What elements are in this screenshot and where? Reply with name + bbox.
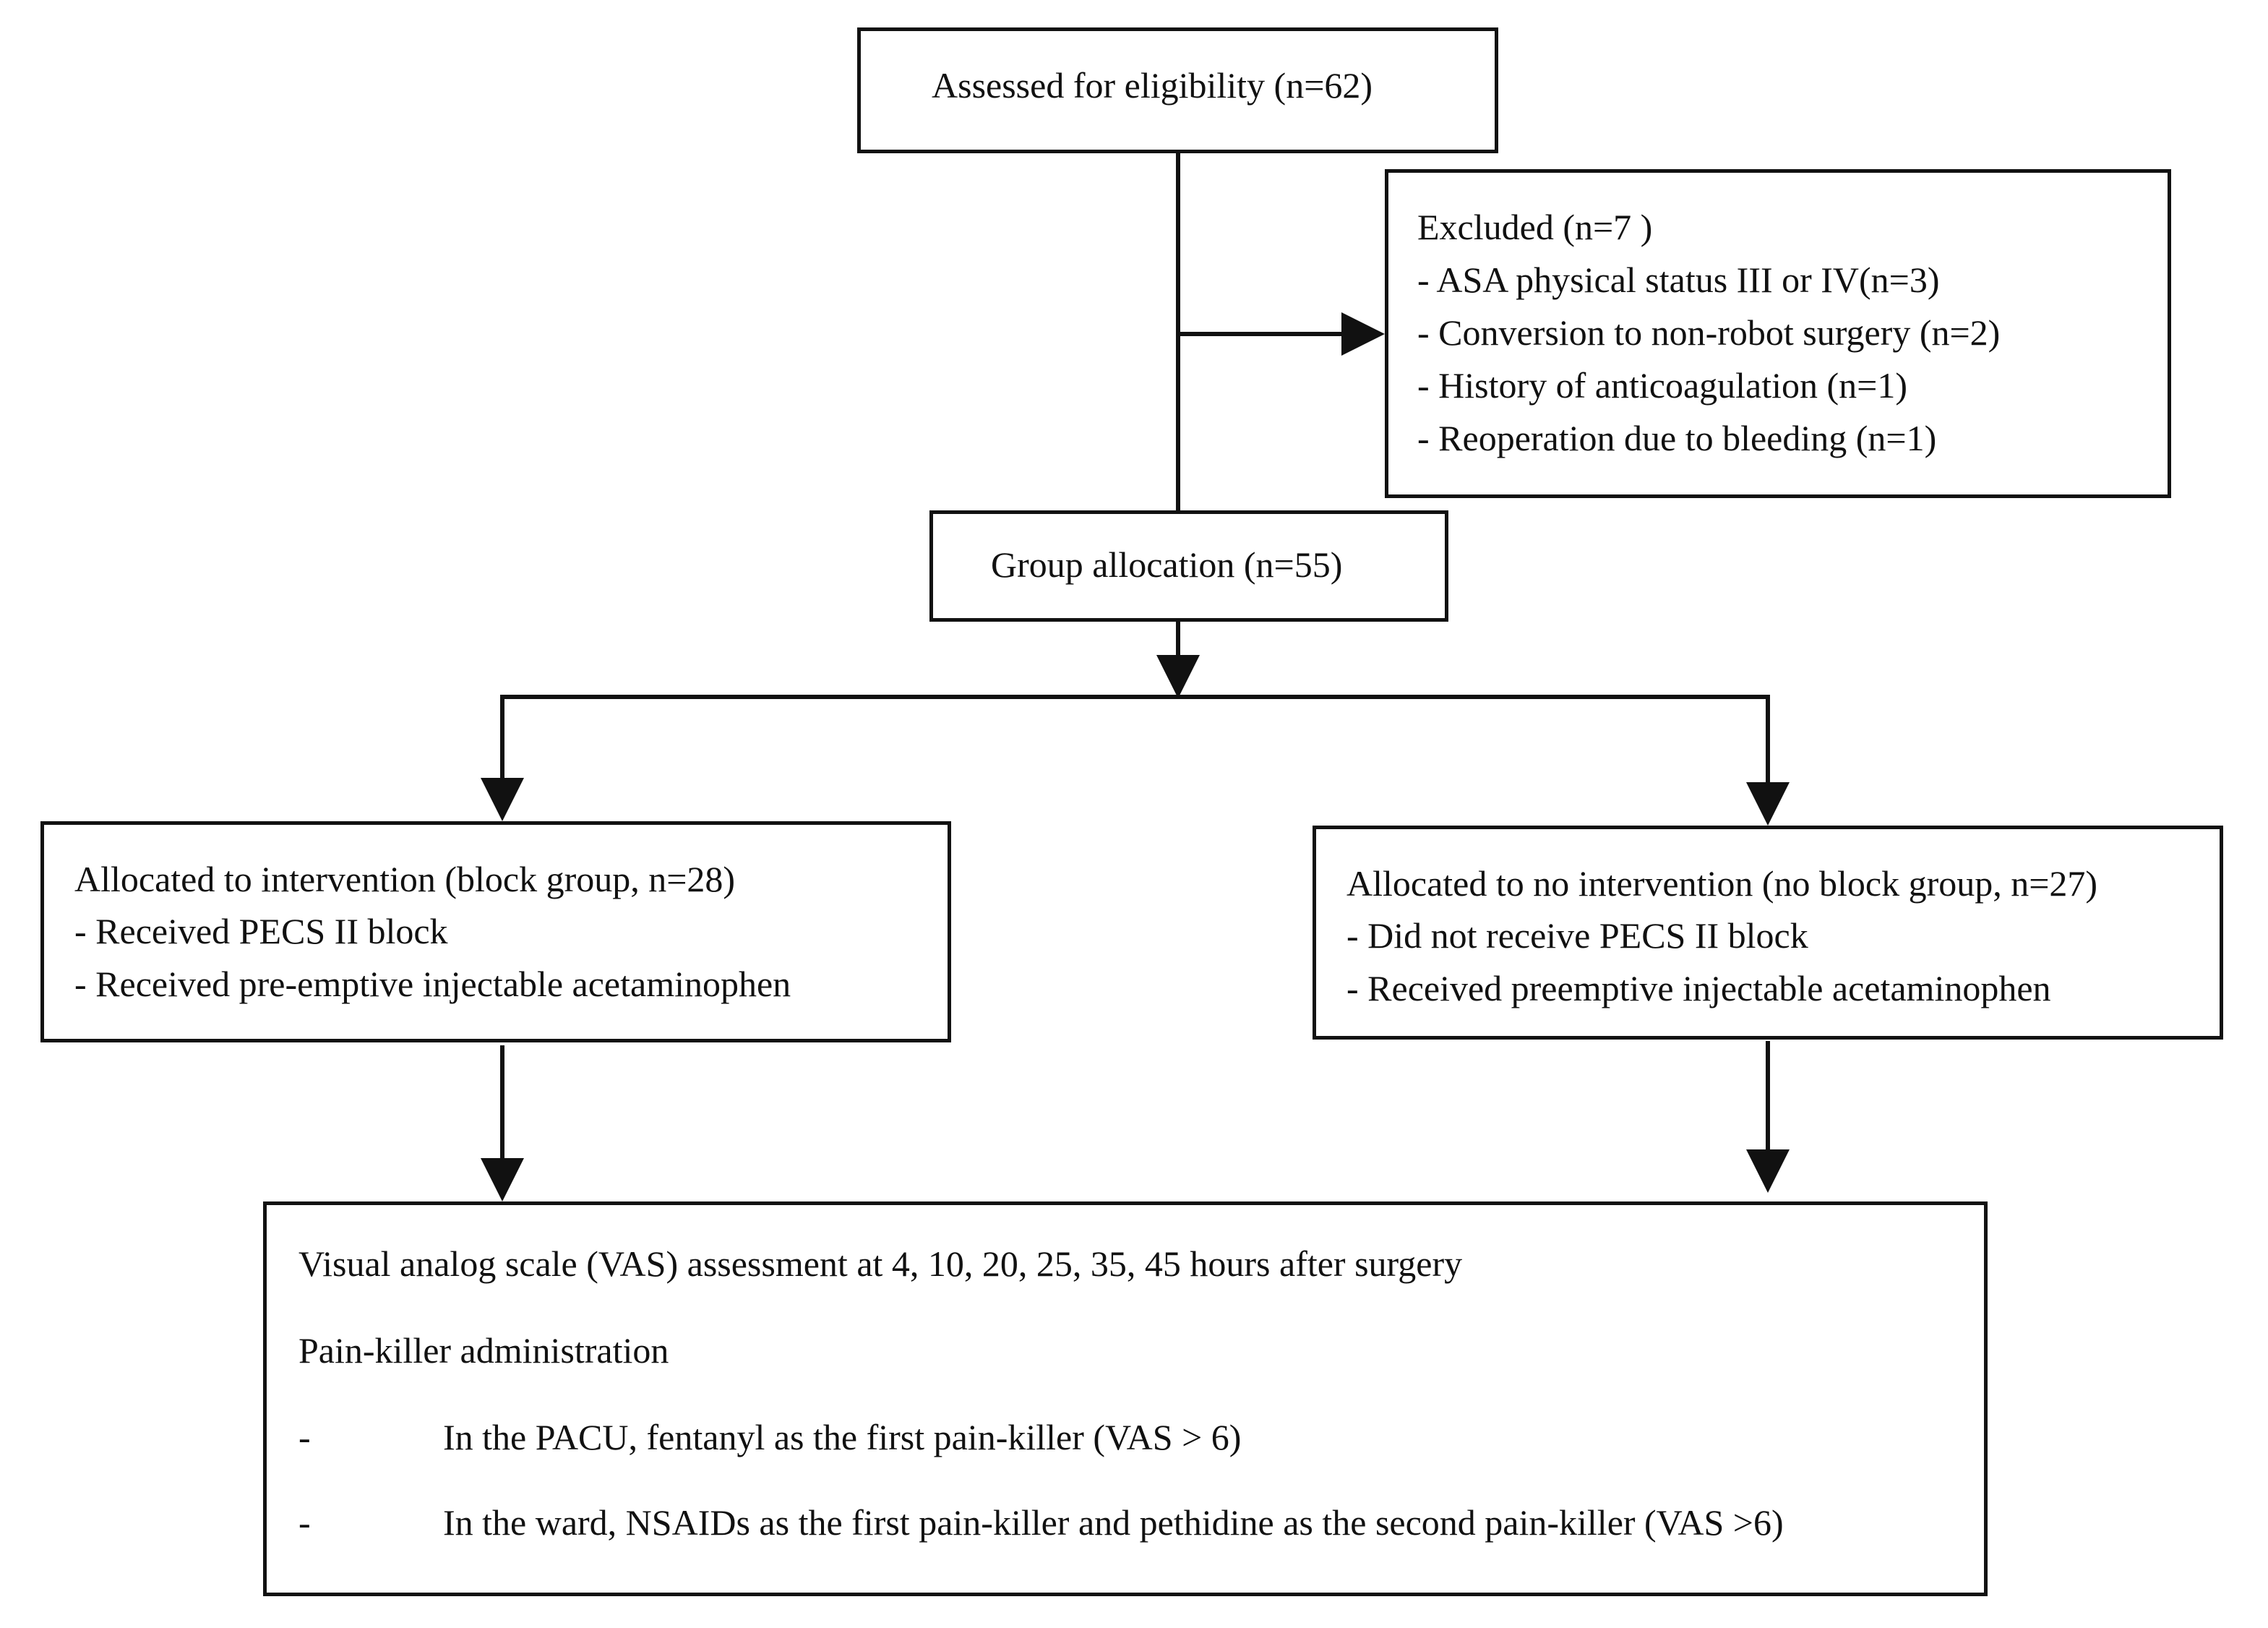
excluded-item: - ASA physical status III or IV(n=3) <box>1417 260 1940 300</box>
allocation-box: Group allocation (n=55) <box>929 510 1448 622</box>
block-group-title: Allocated to intervention (block group, … <box>74 859 736 899</box>
no-block-group-item: - Received preemptive injectable acetami… <box>1346 968 2051 1008</box>
no-block-group-title: Allocated to no intervention (no block g… <box>1346 863 2098 904</box>
no-block-group-item: - Did not receive PECS II block <box>1346 915 1808 956</box>
excluded-box: Excluded (n=7 ) - ASA physical status II… <box>1385 169 2171 498</box>
painkiller-bullet-ward: In the ward, NSAIDs as the first pain-ki… <box>443 1502 1784 1543</box>
excluded-item: - History of anticoagulation (n=1) <box>1417 365 1908 406</box>
no-block-group-box: Allocated to no intervention (no block g… <box>1313 826 2223 1040</box>
block-group-box: Allocated to intervention (block group, … <box>40 821 951 1042</box>
excluded-item: - Conversion to non-robot surgery (n=2) <box>1417 312 2001 353</box>
assessed-box: Assessed for eligibility (n=62) <box>857 27 1498 153</box>
vas-assessment-text: Visual analog scale (VAS) assessment at … <box>298 1243 1463 1284</box>
assessment-box: Visual analog scale (VAS) assessment at … <box>263 1201 1988 1596</box>
allocation-text: Group allocation (n=55) <box>991 544 1343 585</box>
bullet-dash: - <box>298 1417 311 1457</box>
block-group-item: - Received pre-emptive injectable acetam… <box>74 964 791 1004</box>
block-group-item: - Received PECS II block <box>74 911 448 951</box>
bullet-dash: - <box>298 1502 311 1543</box>
excluded-title: Excluded (n=7 ) <box>1417 207 1653 247</box>
painkiller-bullet-pacu: In the PACU, fentanyl as the first pain-… <box>443 1417 1242 1457</box>
painkiller-title: Pain-killer administration <box>298 1330 669 1371</box>
assessed-text: Assessed for eligibility (n=62) <box>932 65 1373 106</box>
excluded-item: - Reoperation due to bleeding (n=1) <box>1417 418 1937 458</box>
